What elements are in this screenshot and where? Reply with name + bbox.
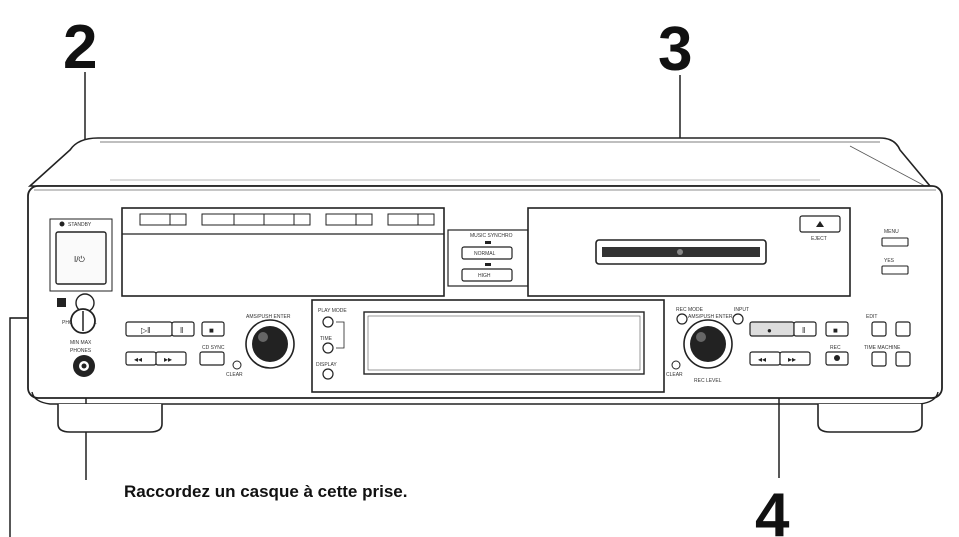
- phones-label: PHONES: [70, 348, 92, 354]
- md-rec-label: REC: [830, 345, 841, 351]
- display-label: DISPLAY: [316, 362, 337, 368]
- md-ff-button[interactable]: [779, 351, 811, 366]
- time-label: TIME: [320, 336, 333, 342]
- normal-label: NORMAL: [474, 251, 496, 257]
- cd-ams-label: AMS/PUSH ENTER: [246, 314, 291, 320]
- cd-clear-button[interactable]: [232, 360, 242, 370]
- cd-button-2[interactable]: [201, 213, 235, 226]
- input-button[interactable]: [895, 351, 911, 367]
- cd-sync-button[interactable]: [199, 351, 225, 366]
- cd-clear-label: CLEAR: [226, 372, 243, 378]
- cd-button-4[interactable]: [325, 213, 357, 226]
- callout-2: 2: [63, 13, 97, 82]
- md-rec-mode-label: REC MODE: [676, 307, 704, 313]
- md-ams-label: AMS/PUSH ENTER: [688, 314, 733, 320]
- time-button[interactable]: [322, 342, 334, 354]
- eject-label: EJECT: [811, 236, 827, 242]
- svg-text:■: ■: [833, 326, 838, 335]
- svg-text:▷‖: ▷‖: [141, 326, 150, 335]
- cd-ff-button[interactable]: [155, 351, 187, 366]
- power-button[interactable]: [55, 231, 107, 285]
- md-input-button[interactable]: [732, 313, 744, 325]
- time-machine-label: TIME MACHINE: [864, 345, 901, 351]
- md-panel: [527, 207, 851, 297]
- svg-text:■: ■: [209, 326, 214, 335]
- md-clear-label: CLEAR: [666, 372, 683, 378]
- svg-text:▸▸: ▸▸: [788, 355, 796, 364]
- eject-icon: [816, 221, 824, 227]
- md-clear-button[interactable]: [671, 360, 681, 370]
- menu-label: MENU: [884, 229, 899, 235]
- min-max-label: MIN MAX: [70, 340, 92, 346]
- edit-button-2[interactable]: [895, 321, 911, 337]
- svg-text:◂◂: ◂◂: [134, 355, 142, 364]
- svg-text:‖: ‖: [802, 326, 805, 335]
- svg-text:▸▸: ▸▸: [164, 355, 172, 364]
- md-input-label: INPUT: [734, 307, 749, 313]
- cd-pause-button[interactable]: [171, 321, 195, 337]
- high-label: HIGH: [478, 273, 491, 279]
- edit-label: EDIT: [866, 314, 877, 320]
- display-window: [363, 311, 645, 375]
- music-synchro-label: MUSIC SYNCHRO: [470, 233, 513, 239]
- display-button[interactable]: [322, 368, 334, 380]
- menu-button[interactable]: [881, 237, 909, 247]
- foot-right: [817, 404, 923, 433]
- foot-left: [57, 404, 163, 433]
- time-machine-button[interactable]: [871, 351, 887, 367]
- normal-button[interactable]: [461, 246, 513, 260]
- md-rec-button[interactable]: [749, 321, 795, 337]
- md-stop-button[interactable]: [825, 321, 849, 337]
- yes-button[interactable]: [881, 265, 909, 275]
- callout-3: 3: [658, 15, 692, 84]
- md-rec-level-label: REC LEVEL: [694, 378, 722, 384]
- cd-button-1[interactable]: [139, 213, 171, 226]
- callout-4: 4: [755, 481, 790, 537]
- yes-label: YES: [884, 258, 895, 264]
- device-top-lid: [27, 137, 932, 187]
- standby-label: STANDBY: [68, 222, 92, 228]
- cd-stop-button[interactable]: [201, 321, 225, 337]
- svg-text:●: ●: [767, 326, 772, 335]
- power-symbol: I/⏻: [74, 255, 85, 264]
- high-button[interactable]: [461, 268, 513, 282]
- caption-phones: Raccordez un casque à cette prise.: [124, 482, 407, 501]
- play-mode-label: PLAY MODE: [318, 308, 347, 314]
- edit-button-1[interactable]: [871, 321, 887, 337]
- standby-indicator: [59, 221, 65, 227]
- remote-sensor: [57, 298, 66, 307]
- cd-button-5[interactable]: [387, 213, 419, 226]
- svg-text:◂◂: ◂◂: [758, 355, 766, 364]
- play-mode-button[interactable]: [322, 316, 334, 328]
- md-pause-button[interactable]: [793, 321, 817, 337]
- cd-button-3[interactable]: [263, 213, 295, 226]
- cd-sync-label: CD SYNC: [202, 345, 225, 351]
- svg-text:‖: ‖: [180, 326, 183, 335]
- md-rec-mode-button[interactable]: [676, 313, 688, 325]
